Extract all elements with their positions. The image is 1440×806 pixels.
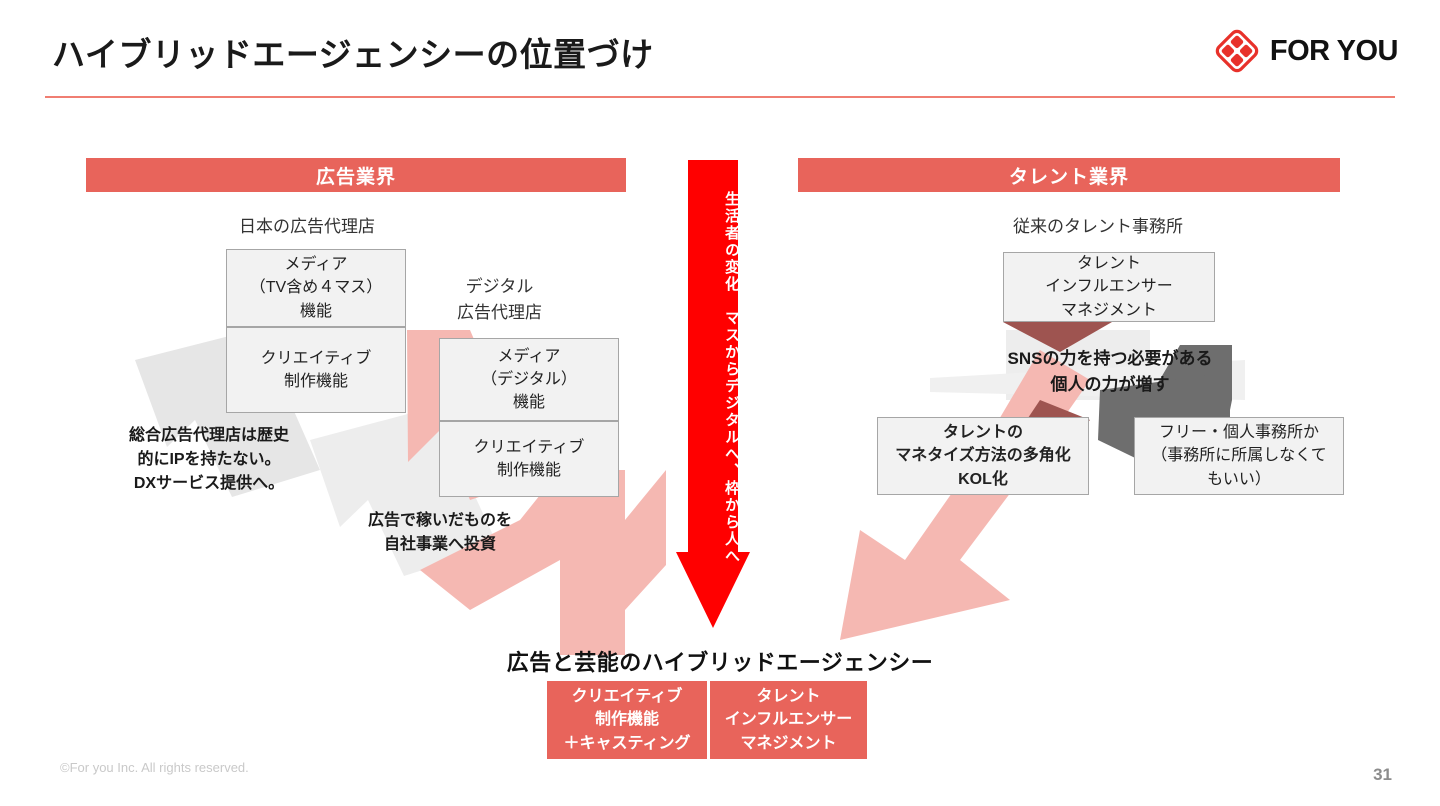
box-freelance-individual-office: フリー・個人事務所か （事務所に所属しなくて もいい）: [1134, 417, 1344, 495]
title-divider: [45, 96, 1395, 98]
section-header-talent: タレント業界: [798, 158, 1340, 192]
section-header-advertising: 広告業界: [86, 158, 626, 192]
box-talent-monetization: タレントの マネタイズ方法の多角化 KOL化: [877, 417, 1089, 495]
box-media-digital: メディア （デジタル） 機能: [439, 338, 619, 421]
caption-digital-ad-agency: デジタル 広告代理店: [457, 277, 542, 322]
result-box-creative-casting: クリエイティブ 制作機能 ＋キャスティング: [547, 681, 707, 759]
result-title: 広告と芸能のハイブリッドエージェンシー: [506, 650, 934, 675]
maroon-arrow-overlap: [1003, 322, 1112, 352]
box-media-four-mass: メディア （TV含め４マス） 機能: [226, 249, 406, 327]
annotation-sns-power: SNSの力を持つ必要がある 個人の力が増す: [1007, 349, 1213, 394]
center-arrow-label: 生活者の変化 マスからデジタルへ、枠から人へ: [723, 191, 740, 565]
for-you-diamond-icon: [1215, 29, 1259, 73]
box-talent-influencer-management: タレント インフルエンサー マネジメント: [1003, 252, 1215, 322]
footer-copyright: ©For you Inc. All rights reserved.: [60, 760, 249, 775]
result-box-talent-management: タレント インフルエンサー マネジメント: [710, 681, 867, 759]
result-boxes: クリエイティブ 制作機能 ＋キャスティング タレント インフルエンサー マネジメ…: [547, 681, 867, 759]
pink-arrow-left-lower: [420, 470, 666, 655]
page-number: 31: [1373, 765, 1392, 784]
box-creative-production-2: クリエイティブ 制作機能: [439, 421, 619, 497]
page-title: ハイブリッドエージェンシーの位置づけ: [52, 36, 654, 73]
brand-logo: FOR YOU: [1214, 28, 1399, 74]
caption-japanese-ad-agency: 日本の広告代理店: [239, 217, 375, 236]
annotation-ip-dx: 総合広告代理店は歴史 的にIPを持たない。 DXサービス提供へ。: [128, 427, 289, 492]
annotation-ad-revenue-investment: 広告で稼いだものを 自社事業へ投資: [367, 512, 512, 553]
logo-wordmark: FOR YOU: [1269, 34, 1399, 67]
caption-traditional-talent-agency: 従来のタレント事務所: [1013, 217, 1183, 236]
box-creative-production-1: クリエイティブ 制作機能: [226, 327, 406, 413]
center-red-arrow: [676, 160, 750, 628]
